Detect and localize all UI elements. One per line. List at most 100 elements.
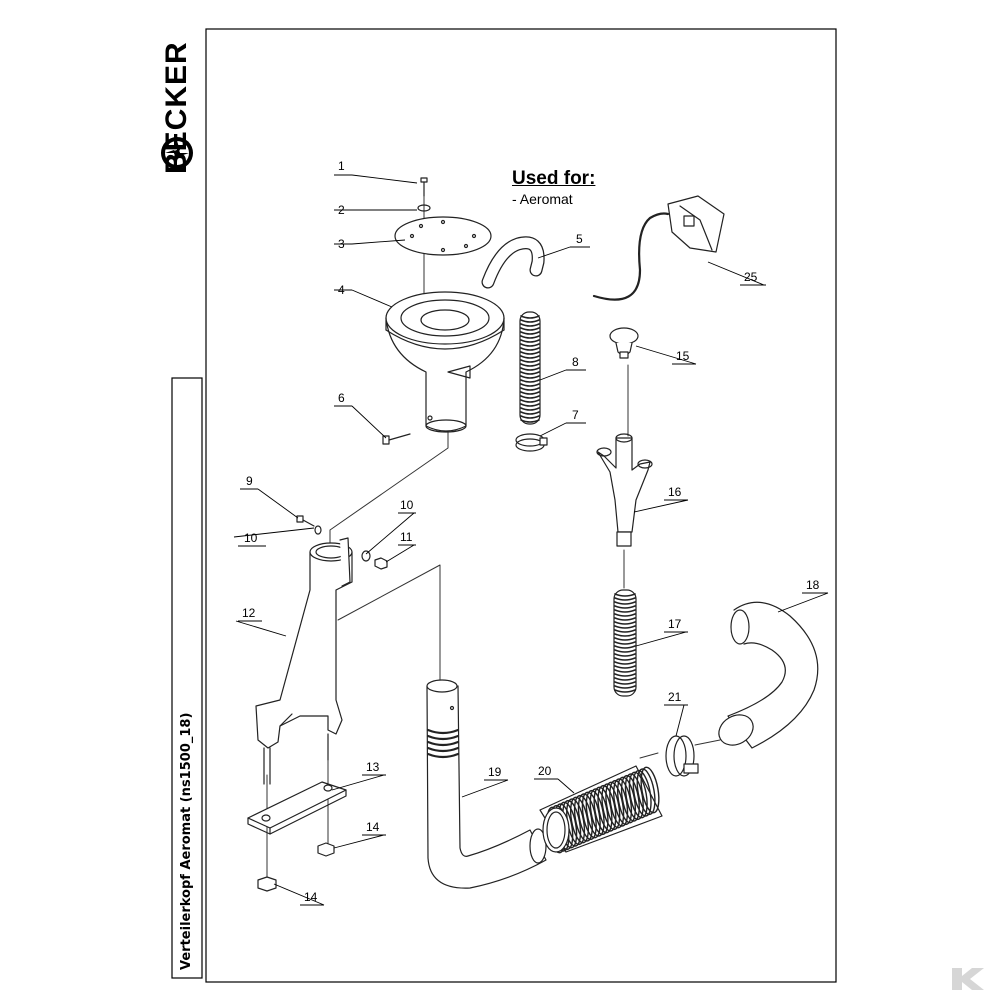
part-y-splitter (596, 433, 653, 547)
hose-coil (614, 681, 636, 685)
part-distributor-head (385, 291, 505, 433)
hose-coil (520, 391, 540, 395)
hose-coil (614, 641, 636, 645)
part-bolt (382, 433, 411, 445)
hose-coil (614, 601, 636, 605)
hose-coil (520, 331, 540, 335)
part-elbow-pipe (426, 679, 547, 889)
hose-corrugation (640, 766, 660, 814)
part-screw (420, 177, 428, 197)
callout-16: 16 (668, 485, 682, 499)
hose-coil (520, 363, 540, 367)
hose-coil (614, 605, 636, 609)
hose-coil (520, 419, 540, 423)
hose-coil (614, 609, 636, 613)
callout-3: 3 (338, 237, 345, 251)
hose-coil (614, 669, 636, 673)
hose-coil (520, 327, 540, 331)
callout-7: 7 (572, 408, 579, 422)
becker-fan-logo-icon (161, 137, 193, 169)
hose-coil (614, 673, 636, 677)
hose-coil (614, 625, 636, 629)
hose-coil (520, 395, 540, 399)
part-nut (317, 842, 335, 857)
hose-coil (614, 653, 636, 657)
hose-coil (614, 633, 636, 637)
callout-6: 6 (338, 391, 345, 405)
hose-coil (520, 383, 540, 387)
hose-coil (520, 343, 540, 347)
hose-coil (520, 359, 540, 363)
callout-19: 19 (488, 765, 502, 779)
callout-12: 12 (242, 606, 256, 620)
used-for-item: - Aeromat (512, 191, 573, 207)
hose-coil (614, 685, 636, 689)
callout-21: 21 (668, 690, 682, 704)
k-watermark-icon (952, 968, 984, 990)
part-spiral-hose (519, 311, 541, 425)
hose-coil (614, 665, 636, 669)
hose-coil (614, 645, 636, 649)
callout-25: 25 (744, 270, 758, 284)
hose-coil (520, 411, 540, 415)
hose-coil (520, 319, 540, 323)
part-bracket-fasteners (296, 515, 388, 570)
callout-1: 1 (338, 159, 345, 173)
hose-coil (520, 347, 540, 351)
part-mounting-bracket (255, 537, 353, 785)
callout-9: 9 (246, 474, 253, 488)
hose-coil (614, 677, 636, 681)
part-nut (257, 876, 277, 892)
hose-corrugation (636, 768, 656, 816)
callout-5: 5 (576, 232, 583, 246)
callout-13: 13 (366, 760, 380, 774)
part-curved-tube (481, 236, 545, 289)
callout-10b: 10 (400, 498, 414, 512)
callout-10a: 10 (244, 531, 258, 545)
callout-20: 20 (538, 764, 552, 778)
part-washer (417, 204, 431, 212)
hose-coil (520, 367, 540, 371)
hose-coil (614, 597, 636, 601)
hose-coil (520, 355, 540, 359)
part-cap (609, 327, 639, 359)
callout-8: 8 (572, 355, 579, 369)
hose-coil (520, 407, 540, 411)
hose-coil (520, 387, 540, 391)
hose-coil (520, 415, 540, 419)
hose-coil (520, 371, 540, 375)
callout-2: 2 (338, 203, 345, 217)
hose-corrugation (632, 769, 652, 817)
hose-coil (520, 399, 540, 403)
hose-coil (614, 593, 636, 597)
part-clamp-plate (247, 781, 347, 835)
hose-coil (520, 323, 540, 327)
part-bent-pipe (718, 601, 819, 749)
hose-coil (614, 689, 636, 693)
part-hose-clamp (515, 433, 548, 452)
callout-4: 4 (338, 283, 345, 297)
part-sensor-cable (592, 195, 725, 301)
hose-coil (520, 375, 540, 379)
hose-coil (614, 661, 636, 665)
hose-coil (614, 637, 636, 641)
callout-14a: 14 (366, 820, 380, 834)
hose-coil (614, 613, 636, 617)
hose-coil (520, 339, 540, 343)
part-hose-clamp-large (665, 735, 699, 777)
hose-coil (614, 657, 636, 661)
hose-corrugation (628, 771, 648, 819)
used-for-heading: Used for: (512, 168, 596, 189)
callout-17: 17 (668, 617, 682, 631)
callout-18: 18 (806, 578, 820, 592)
callout-15: 15 (676, 349, 690, 363)
hose-coil (614, 617, 636, 621)
hose-coil (520, 351, 540, 355)
hose-coil (520, 315, 540, 319)
hose-coil (520, 335, 540, 339)
callout-11: 11 (400, 530, 413, 544)
part-spiral-hose-long (613, 589, 637, 697)
